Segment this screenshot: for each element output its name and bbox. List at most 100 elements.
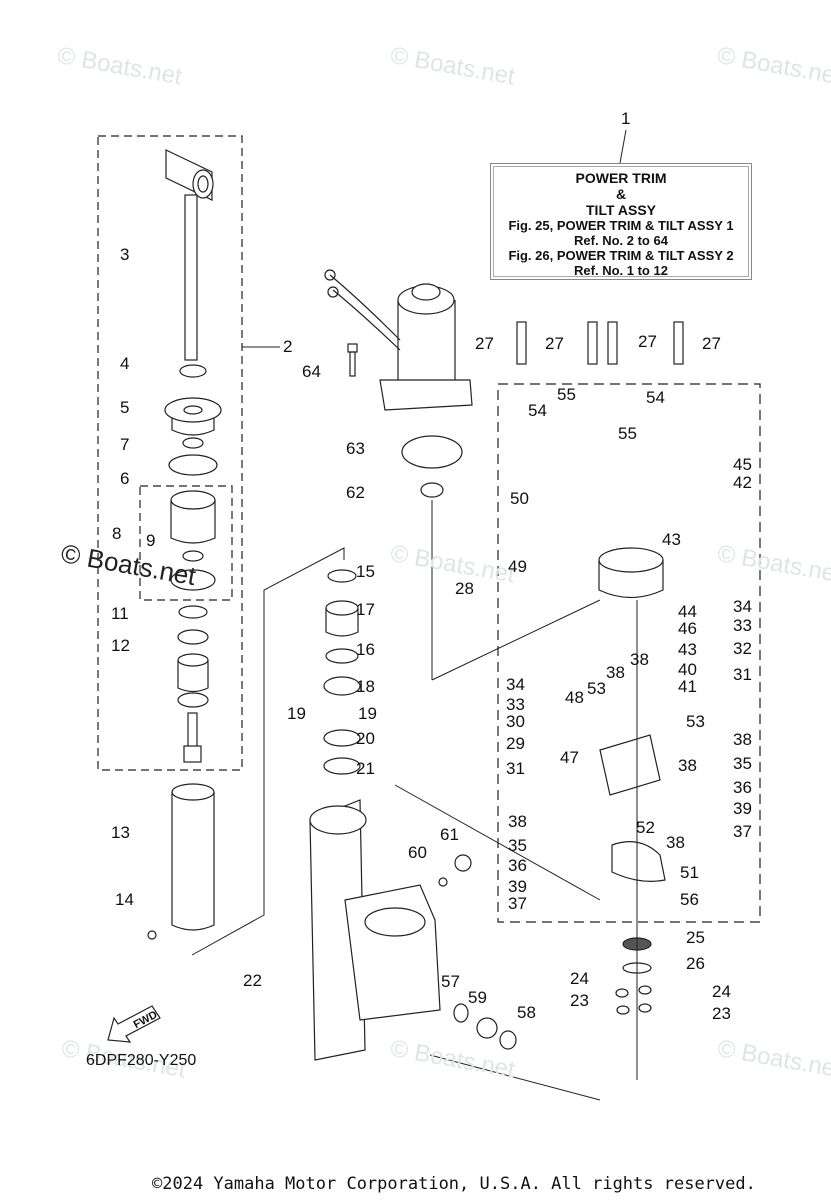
callout-1[interactable]: 1 — [621, 109, 631, 128]
callout-7[interactable]: 7 — [120, 435, 130, 454]
callout-17[interactable]: 17 — [356, 600, 375, 619]
callout-2[interactable]: 2 — [283, 337, 293, 356]
callout-31[interactable]: 31 — [506, 759, 525, 778]
callout-33[interactable]: 33 — [733, 616, 752, 635]
callout-54[interactable]: 54 — [646, 388, 665, 407]
callout-33[interactable]: 33 — [506, 695, 525, 714]
callout-29[interactable]: 29 — [506, 734, 525, 753]
callout-24[interactable]: 24 — [570, 969, 589, 988]
callout-62[interactable]: 62 — [346, 483, 365, 502]
callout-38[interactable]: 38 — [666, 833, 685, 852]
callout-37[interactable]: 37 — [508, 894, 527, 913]
callout-41[interactable]: 41 — [678, 677, 697, 696]
callout-11[interactable]: 11 — [111, 604, 129, 623]
callout-20[interactable]: 20 — [356, 729, 375, 748]
callout-39[interactable]: 39 — [508, 877, 527, 896]
callout-22[interactable]: 22 — [243, 971, 262, 990]
callout-37[interactable]: 37 — [733, 822, 752, 841]
callout-52[interactable]: 52 — [636, 818, 655, 837]
callout-55[interactable]: 55 — [618, 424, 637, 443]
callout-64[interactable]: 64 — [302, 362, 321, 381]
callout-53[interactable]: 53 — [686, 712, 705, 731]
callout-18[interactable]: 18 — [356, 677, 375, 696]
part-12-seal — [177, 629, 209, 645]
callout-56[interactable]: 56 — [680, 890, 699, 909]
callout-48[interactable]: 48 — [565, 688, 584, 707]
callout-13[interactable]: 13 — [111, 823, 130, 842]
callout-19[interactable]: 19 — [358, 704, 377, 723]
callout-35[interactable]: 35 — [508, 836, 527, 855]
callout-58[interactable]: 58 — [517, 1003, 536, 1022]
part-23-seal-a — [616, 1005, 630, 1015]
callout-44[interactable]: 44 — [678, 602, 697, 621]
figure-ref[interactable]: Fig. 25, POWER TRIM & TILT ASSY 1 — [508, 218, 734, 233]
callout-26[interactable]: 26 — [686, 954, 705, 973]
callout-60[interactable]: 60 — [408, 843, 427, 862]
callout-24[interactable]: 24 — [712, 982, 731, 1001]
callout-14[interactable]: 14 — [115, 890, 134, 909]
callout-27[interactable]: 27 — [638, 332, 657, 351]
callout-36[interactable]: 36 — [508, 856, 527, 875]
title-line: & — [615, 186, 627, 202]
callout-57[interactable]: 57 — [441, 972, 460, 991]
callout-30[interactable]: 30 — [506, 712, 525, 731]
callout-49[interactable]: 49 — [508, 557, 527, 576]
callout-6[interactable]: 6 — [120, 469, 130, 488]
callout-16[interactable]: 16 — [356, 640, 375, 659]
callout-34[interactable]: 34 — [506, 675, 525, 694]
callout-8[interactable]: 8 — [112, 524, 122, 543]
callout-50[interactable]: 50 — [510, 489, 529, 508]
callout-45[interactable]: 45 — [733, 455, 752, 474]
callout-3[interactable]: 3 — [120, 245, 130, 264]
callout-9[interactable]: 9 — [146, 531, 156, 550]
callout-42[interactable]: 42 — [733, 473, 752, 492]
callout-21[interactable]: 21 — [356, 759, 375, 778]
callout-27[interactable]: 27 — [702, 334, 721, 353]
part-62-plug — [420, 482, 444, 498]
callout-34[interactable]: 34 — [733, 597, 752, 616]
part-valve-lower — [599, 734, 661, 796]
callout-61[interactable]: 61 — [440, 825, 459, 844]
callout-25[interactable]: 25 — [686, 928, 705, 947]
callout-36[interactable]: 36 — [733, 778, 752, 797]
callout-35[interactable]: 35 — [733, 754, 752, 773]
callout-19[interactable]: 19 — [287, 704, 306, 723]
part-18-valve — [323, 676, 361, 696]
callout-40[interactable]: 40 — [678, 660, 697, 679]
callout-27[interactable]: 27 — [545, 334, 564, 353]
callout-43[interactable]: 43 — [678, 640, 697, 659]
callout-38[interactable]: 38 — [733, 730, 752, 749]
callout-38[interactable]: 38 — [630, 650, 649, 669]
callout-38[interactable]: 38 — [508, 812, 527, 831]
callout-63[interactable]: 63 — [346, 439, 365, 458]
callout-31[interactable]: 31 — [733, 665, 752, 684]
callout-55[interactable]: 55 — [557, 385, 576, 404]
callout-38[interactable]: 38 — [606, 663, 625, 682]
callout-47[interactable]: 47 — [560, 748, 579, 767]
callout-46[interactable]: 46 — [678, 619, 697, 638]
callout-39[interactable]: 39 — [733, 799, 752, 818]
callout-15[interactable]: 15 — [356, 562, 375, 581]
callout-23[interactable]: 23 — [712, 1004, 731, 1023]
part-61-valve — [454, 854, 472, 872]
callout-28[interactable]: 28 — [455, 579, 474, 598]
callout-51[interactable]: 51 — [680, 863, 699, 882]
callout-32[interactable]: 32 — [733, 639, 752, 658]
callout-43[interactable]: 43 — [662, 530, 681, 549]
callout-12[interactable]: 12 — [111, 636, 130, 655]
callout-23[interactable]: 23 — [570, 991, 589, 1010]
part-24-oring-a — [615, 988, 629, 998]
assembly-box-28 — [497, 383, 761, 923]
callout-38[interactable]: 38 — [678, 756, 697, 775]
part-59-valve — [476, 1017, 498, 1039]
part-16-ring — [325, 648, 359, 664]
callout-27[interactable]: 27 — [475, 334, 494, 353]
part-15-oring — [327, 569, 357, 583]
callout-59[interactable]: 59 — [468, 988, 487, 1007]
callout-53[interactable]: 53 — [587, 679, 606, 698]
callout-5[interactable]: 5 — [120, 398, 130, 417]
part-23-seal-b — [638, 1003, 652, 1013]
figure-ref[interactable]: Fig. 26, POWER TRIM & TILT ASSY 2 — [508, 248, 734, 263]
callout-4[interactable]: 4 — [120, 354, 130, 373]
callout-54[interactable]: 54 — [528, 401, 547, 420]
